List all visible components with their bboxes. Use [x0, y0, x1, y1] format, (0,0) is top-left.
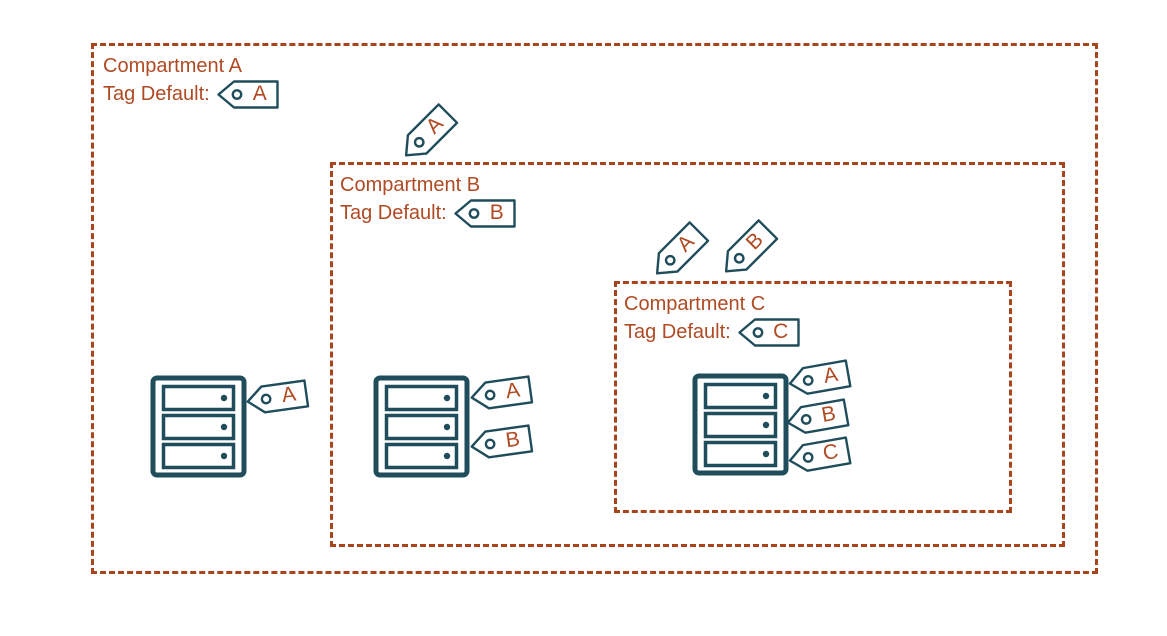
compartment-c-title: Compartment C: [624, 293, 766, 315]
tag-letter: B: [504, 427, 522, 453]
server-b-tag-b-icon: B: [468, 424, 534, 461]
tag-letter: C: [821, 439, 841, 466]
tag-c-icon: C: [738, 317, 800, 347]
server-b-tag-a-icon: A: [468, 375, 534, 412]
tag-a-icon: A: [217, 79, 279, 109]
tag-letter: A: [280, 382, 298, 408]
compartment-b-title: Compartment B: [340, 174, 481, 196]
server-c-tag-b-icon: B: [784, 398, 850, 437]
compartment-b-tag-default-label: Tag Default:: [340, 202, 447, 224]
tag-b-icon: B: [454, 198, 516, 228]
compartment-a-title: Compartment A: [103, 55, 242, 77]
compartment-a-tag-default-label: Tag Default:: [103, 83, 210, 105]
compartment-c-tag-default-label: Tag Default:: [624, 321, 731, 343]
tag-a-on-compartment-b-border-icon: A: [395, 102, 459, 166]
compartment-b-box: Compartment B Tag Default: B: [330, 162, 1065, 547]
server-c-tag-c-icon: C: [786, 436, 852, 475]
tag-letter: B: [489, 200, 504, 224]
compartment-c-label: Compartment C Tag Default: C: [624, 291, 800, 347]
tag-letter: A: [504, 378, 522, 404]
server-a-icon: [150, 375, 247, 478]
tag-letter: A: [252, 81, 267, 105]
compartment-a-box: Compartment A Tag Default: A: [91, 43, 1098, 574]
compartment-c-box: Compartment C Tag Default: C: [614, 281, 1012, 513]
compartment-a-label: Compartment A Tag Default: A: [103, 53, 279, 109]
server-b-icon: [373, 375, 470, 478]
server-c-tag-a-icon: A: [786, 359, 852, 398]
server-a-tag-a-icon: A: [244, 379, 310, 416]
tag-b-on-compartment-c-border-icon: B: [715, 218, 779, 282]
tag-letter: C: [773, 319, 789, 343]
server-c-icon: [692, 373, 789, 476]
tag-a-on-compartment-c-border-icon: A: [646, 220, 710, 284]
tag-letter: B: [819, 401, 838, 427]
compartment-b-label: Compartment B Tag Default: B: [340, 172, 516, 228]
tag-letter: A: [821, 362, 840, 388]
